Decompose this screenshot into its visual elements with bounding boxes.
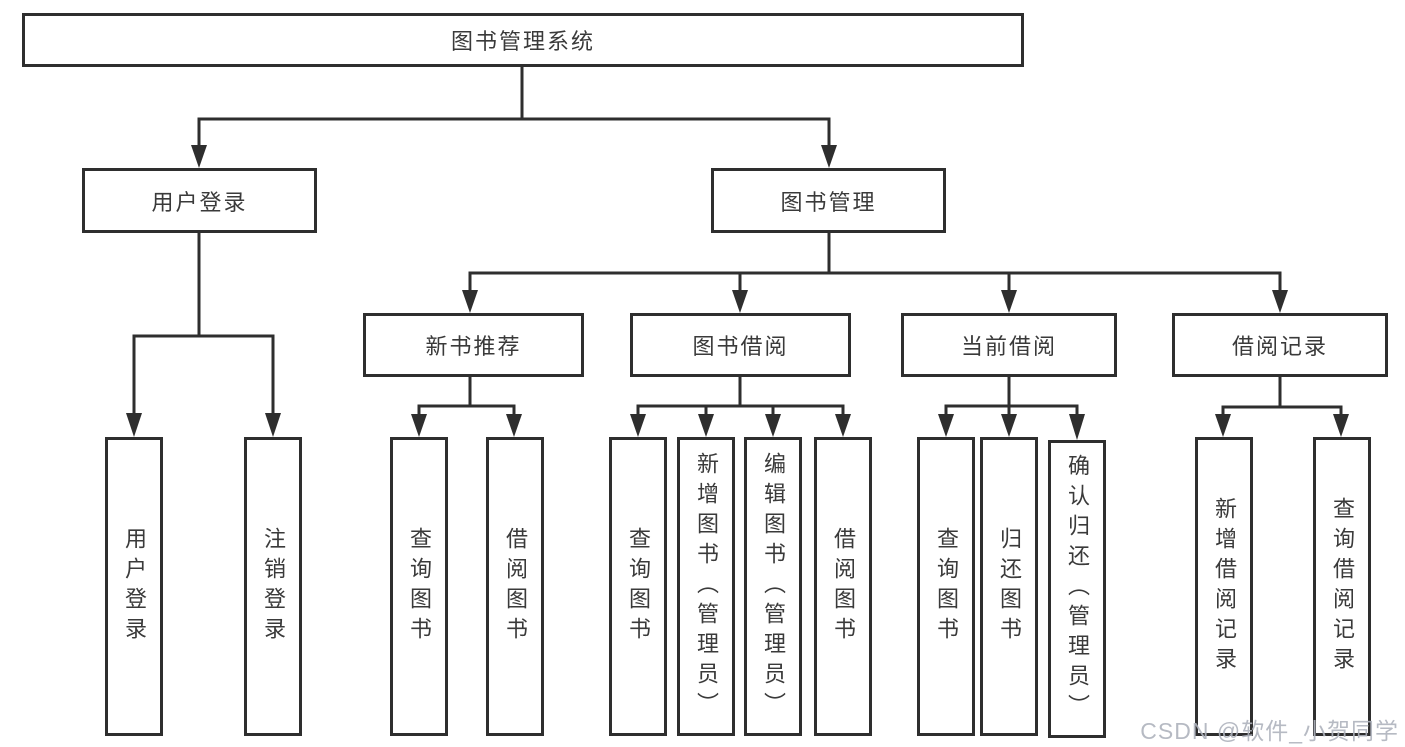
leaf-query-borrow-record: 查询借阅记录 (1313, 437, 1371, 736)
leaf-add-borrow-record: 新增借阅记录 (1195, 437, 1253, 736)
leaf-borrow-query-books: 查询图书 (609, 437, 667, 736)
leaf-current-query-books: 查询图书 (917, 437, 975, 736)
node-user-login: 用户登录 (82, 168, 317, 233)
leaf-edit-books-admin: 编辑图书（管理员） (744, 437, 802, 736)
leaf-add-books-admin: 新增图书（管理员） (677, 437, 735, 736)
node-new-book-recommend: 新书推荐 (363, 313, 584, 377)
leaf-confirm-return-admin: 确认归还（管理员） (1048, 440, 1106, 738)
connector-book-borrow-children (630, 375, 851, 437)
connector-borrow-records-children (1215, 375, 1349, 437)
connector-book-management-children (462, 231, 1288, 313)
leaf-logout: 注销登录 (244, 437, 302, 736)
connector-current-borrow-children (938, 375, 1085, 440)
connector-root-to-level2 (191, 64, 837, 168)
leaf-return-books: 归还图书 (980, 437, 1038, 736)
node-book-borrow: 图书借阅 (630, 313, 851, 377)
connector-user-login-children (126, 231, 281, 437)
csdn-watermark: CSDN @软件_小贺同学 (1140, 718, 1399, 744)
leaf-borrow-books: 借阅图书 (814, 437, 872, 736)
connector-new-book-recommend-children (411, 375, 522, 437)
node-book-management: 图书管理 (711, 168, 946, 233)
leaf-recommend-borrow-books: 借阅图书 (486, 437, 544, 736)
leaf-user-login: 用户登录 (105, 437, 163, 736)
node-current-borrow: 当前借阅 (901, 313, 1117, 377)
leaf-recommend-query-books: 查询图书 (390, 437, 448, 736)
node-root-library-management-system: 图书管理系统 (22, 13, 1024, 67)
node-borrow-records: 借阅记录 (1172, 313, 1388, 377)
